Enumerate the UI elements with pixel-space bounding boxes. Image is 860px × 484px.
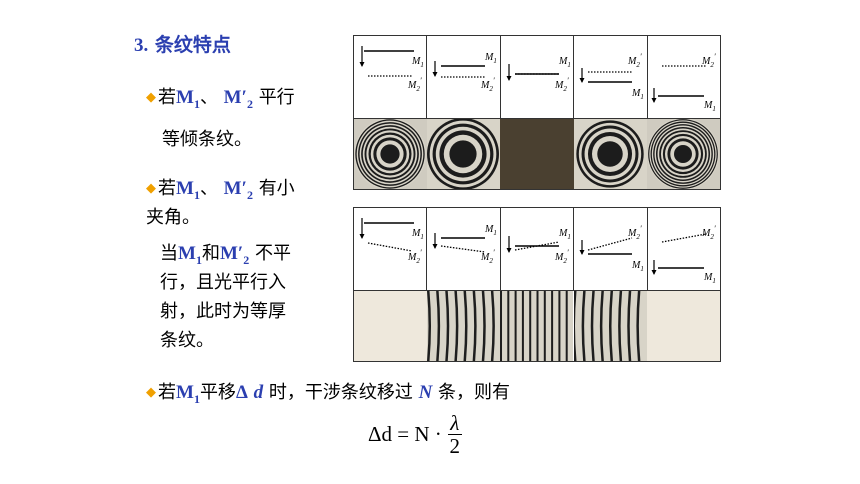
formula-denominator: 2 bbox=[449, 434, 461, 458]
angle-text: 夹角。 bbox=[146, 207, 200, 228]
fringe-photo bbox=[500, 291, 574, 361]
fringe-photo bbox=[427, 119, 501, 189]
mirror-diagram-cell: M1 M2′ bbox=[648, 208, 720, 290]
mirror-m1-label: M1 bbox=[178, 243, 202, 267]
fringe-photo bbox=[646, 291, 721, 361]
m1-diagram-label: M1 bbox=[484, 52, 497, 65]
m1-diagram-label: M1 bbox=[703, 272, 716, 285]
formula-lhs: Δd = N · bbox=[368, 422, 442, 446]
diamond-bullet-icon: ◆ bbox=[146, 385, 156, 400]
mirror-diagram: M1 M2′ bbox=[651, 224, 716, 285]
mirror-diagram-cell: M1 M2′ bbox=[648, 36, 720, 118]
m2-diagram-label: M2′ bbox=[554, 76, 569, 93]
m1-diagram-label: M1 bbox=[703, 100, 716, 113]
fraction: λ 2 bbox=[447, 411, 462, 458]
m2-diagram-label: M2′ bbox=[701, 224, 716, 241]
fringe-photo bbox=[354, 291, 428, 361]
mirror-m1-label: M1 bbox=[176, 87, 200, 111]
m1-diagram-label: M1 bbox=[411, 228, 424, 241]
mirror-diagram: M1 M2′ bbox=[579, 52, 644, 101]
not-parallel-line: 当M1和M′2 不平 bbox=[160, 243, 291, 267]
text-line: 行，且光平行入 bbox=[160, 272, 286, 293]
formula-numerator: λ bbox=[450, 411, 460, 435]
bullet-parallel: ◆若M1、 M′2 平行 bbox=[146, 87, 295, 111]
m2-diagram-label: M2′ bbox=[407, 248, 422, 265]
diamond-bullet-icon: ◆ bbox=[146, 90, 156, 105]
fringe-photo bbox=[573, 291, 647, 361]
fringe-photo bbox=[500, 119, 574, 189]
m2-diagram-label: M2′ bbox=[627, 52, 642, 69]
fringe-photo bbox=[427, 291, 501, 361]
section-title-text: 条纹特点 bbox=[154, 34, 231, 56]
text-line: 条纹。 bbox=[160, 330, 214, 351]
m2-diagram-label: M2′ bbox=[627, 224, 642, 241]
m2-diagram-label: M2′ bbox=[480, 76, 495, 93]
m1-diagram-label: M1 bbox=[631, 88, 644, 101]
fringe-photo bbox=[646, 119, 720, 189]
fringe-photo bbox=[354, 119, 427, 189]
mirror-diagram-cell: M1 M2′ bbox=[574, 208, 648, 290]
m1-diagram-label: M1 bbox=[631, 260, 644, 273]
m2-diagram-label: M2′ bbox=[554, 248, 569, 265]
equal-inclination-text: 等倾条纹。 bbox=[162, 129, 252, 150]
mirror-diagram: M1 M2′ bbox=[579, 224, 644, 273]
m1-diagram-label: M1 bbox=[558, 56, 571, 69]
m1-diagram-label: M1 bbox=[558, 228, 571, 241]
mirror-m2-label: M′2 bbox=[223, 87, 253, 111]
m2-diagram-label: M2′ bbox=[407, 76, 422, 93]
bullet-small-angle: ◆若M1、 M′2 有小 bbox=[146, 178, 295, 202]
m1-diagram-label: M1 bbox=[411, 56, 424, 69]
mirror-m2-label: M′2 bbox=[223, 178, 253, 202]
mirror-diagram: M1 M2′ bbox=[651, 52, 716, 113]
m1-diagram-label: M1 bbox=[484, 224, 497, 237]
mirror-m1-label: M1 bbox=[176, 178, 200, 202]
mirror-diagram-cell: M1 M2′ bbox=[574, 36, 648, 118]
text-line: 射，此时为等厚 bbox=[160, 301, 286, 322]
bullet-shift: ◆若M1平移Δ d 时，干涉条纹移过 N 条，则有 bbox=[146, 382, 511, 406]
m2-diagram-label: M2′ bbox=[701, 52, 716, 69]
fringe-photo bbox=[573, 119, 647, 189]
formula: Δd = N · λ 2 bbox=[368, 412, 462, 457]
section-title: 3. 条纹特点 bbox=[134, 30, 231, 57]
mirror-m2-label: M′2 bbox=[219, 243, 250, 267]
mirror-m1-label: M1 bbox=[176, 382, 200, 406]
m2-diagram-label: M2′ bbox=[480, 248, 495, 265]
diamond-bullet-icon: ◆ bbox=[146, 181, 156, 196]
section-number: 3. bbox=[134, 35, 149, 56]
